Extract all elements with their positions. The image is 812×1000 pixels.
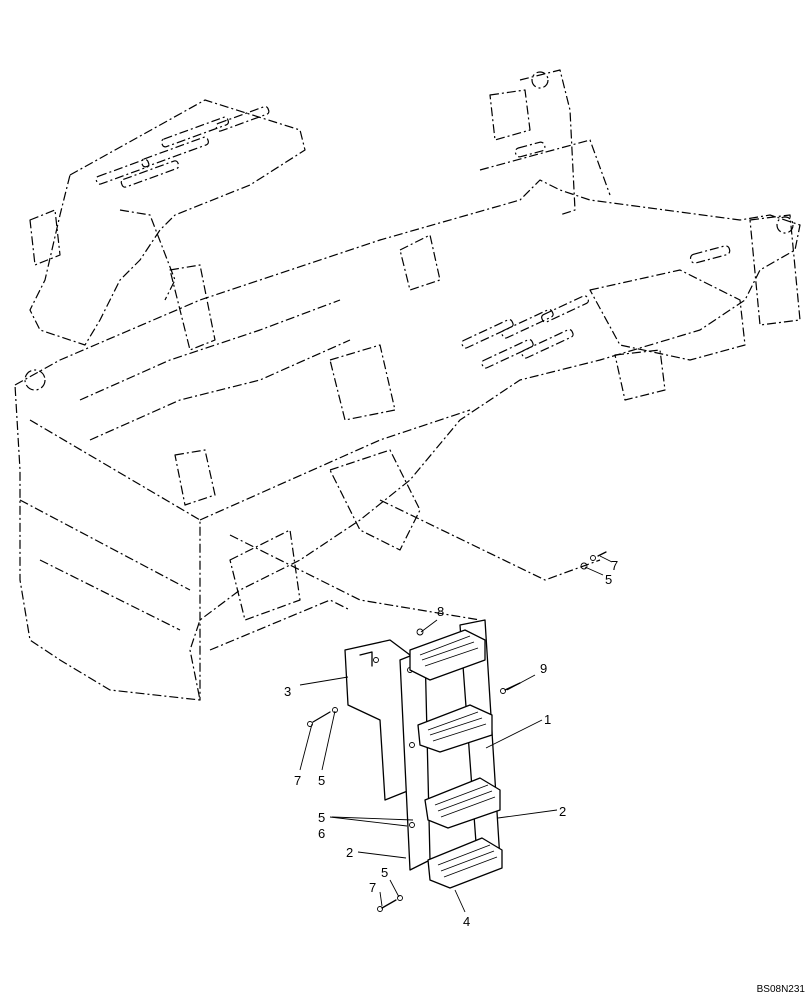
callout-3: 3 [284, 684, 291, 699]
callout-2: 2 [559, 804, 566, 819]
nut-top [416, 628, 424, 636]
bolt-upper-right [590, 551, 607, 561]
callout-7: 7 [369, 880, 376, 895]
ladder-step [417, 704, 493, 753]
callout-2: 2 [346, 845, 353, 860]
callout-5: 5 [381, 865, 388, 880]
mounting-bracket [344, 639, 411, 801]
ladder-step [424, 777, 501, 829]
chassis-frame-outline [14, 69, 801, 701]
ladder-step [409, 629, 486, 681]
callout-7: 7 [294, 773, 301, 788]
rear-fender-outline [29, 99, 306, 346]
bolt-lower [377, 899, 397, 912]
callout-7: 7 [611, 558, 618, 573]
callout-5: 5 [605, 572, 612, 587]
bolt-left [307, 711, 331, 727]
ladder-step [427, 837, 503, 889]
washer-upper-right [580, 562, 588, 570]
drawing-code: BS08N231 [757, 984, 806, 995]
callout-6: 6 [318, 826, 325, 841]
callout-5: 5 [318, 773, 325, 788]
callout-1: 1 [544, 712, 551, 727]
callout-8: 8 [437, 604, 444, 619]
leader-lines [299, 555, 613, 913]
callout-4: 4 [463, 914, 470, 929]
callout-5: 5 [318, 810, 325, 825]
washer-lower [397, 895, 403, 901]
callout-9: 9 [540, 661, 547, 676]
